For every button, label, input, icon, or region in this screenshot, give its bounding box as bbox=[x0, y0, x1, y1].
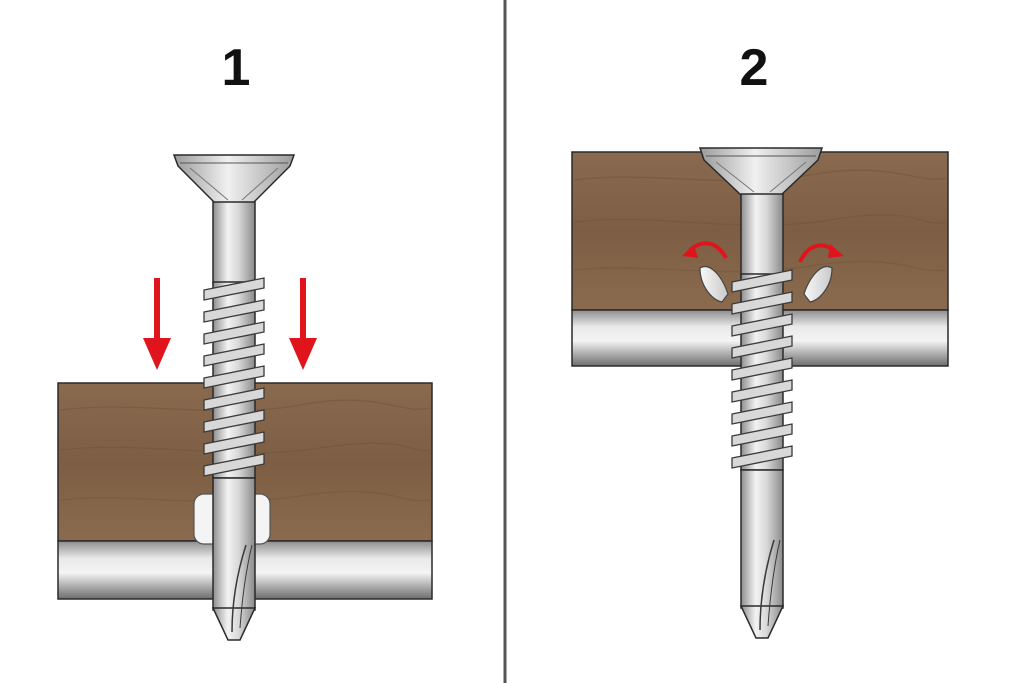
panel-1-label: 1 bbox=[221, 39, 251, 97]
wing-left bbox=[699, 266, 729, 303]
curved-arrow-icon bbox=[682, 241, 728, 260]
panel-2-label: 2 bbox=[739, 39, 769, 97]
down-arrow-icon bbox=[289, 278, 317, 370]
panel-2 bbox=[571, 147, 949, 639]
curved-arrow-icon bbox=[798, 243, 844, 263]
screw-icon bbox=[172, 154, 296, 641]
wing-right bbox=[803, 266, 833, 303]
screw-icon bbox=[698, 147, 824, 639]
panel-1 bbox=[57, 154, 433, 641]
down-arrow-icon bbox=[143, 278, 171, 370]
